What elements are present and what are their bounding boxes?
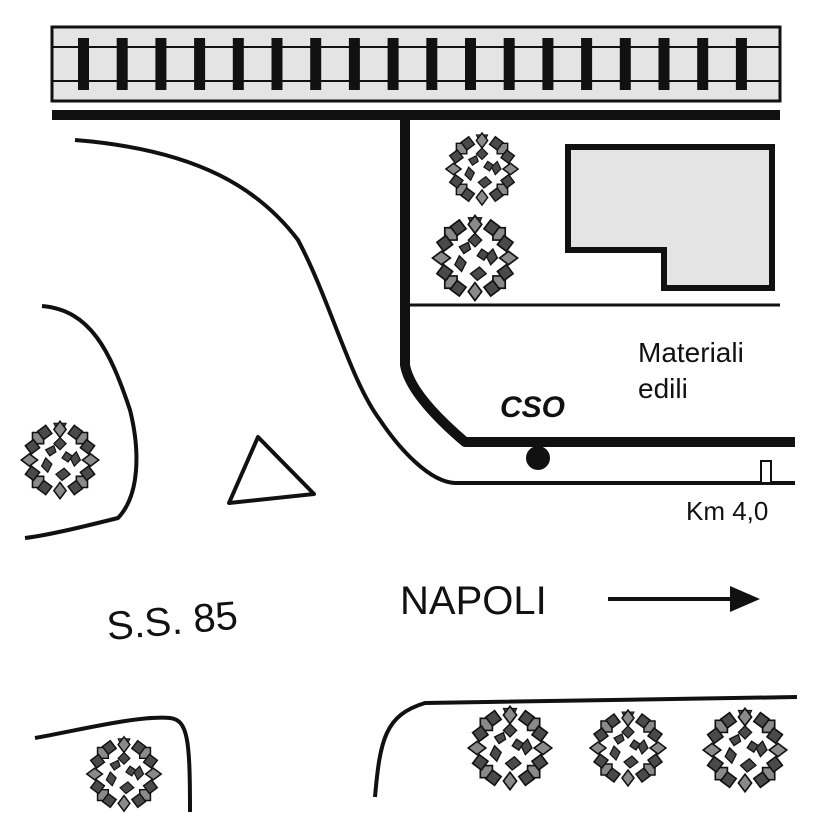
kilometer-marker-label: Km 4,0 xyxy=(686,496,768,526)
railway-sleeper xyxy=(155,38,167,90)
railway-sleeper xyxy=(116,38,128,90)
railway-sleeper xyxy=(503,38,515,90)
railway-sleeper xyxy=(310,38,322,90)
tree-icon xyxy=(86,736,162,812)
railway-sleeper xyxy=(387,38,399,90)
railway-sleeper xyxy=(619,38,631,90)
tree-icon xyxy=(431,214,519,302)
railway-sleeper xyxy=(194,38,206,90)
building xyxy=(565,144,775,291)
traffic-island xyxy=(227,435,316,505)
road-edge-bottom-left xyxy=(34,715,192,813)
road-edge-curve xyxy=(74,138,795,485)
railway-sleeper xyxy=(232,38,244,90)
road-name-label: S.S. 85 xyxy=(105,594,240,649)
tree-icon xyxy=(702,707,788,793)
railway-sleeper xyxy=(426,38,438,90)
railway xyxy=(50,25,782,103)
tree-icon xyxy=(589,709,667,787)
station-marker xyxy=(526,446,550,470)
railway-sleeper xyxy=(78,38,89,90)
business-label-line1: Materiali xyxy=(638,337,744,368)
railway-sleeper xyxy=(735,38,747,90)
railway-sleeper xyxy=(271,38,283,90)
tree-icon xyxy=(467,705,553,791)
tree-icon xyxy=(445,132,519,206)
kilometer-post-icon xyxy=(760,460,772,484)
tree-icon xyxy=(20,420,100,500)
railway-sleepers xyxy=(78,38,747,90)
business-label-line2: edili xyxy=(638,373,688,404)
road-edge-bottom-right xyxy=(373,695,798,798)
railway-sleeper xyxy=(348,38,360,90)
railway-sleeper xyxy=(465,38,476,90)
station-code-label: CSO xyxy=(500,391,565,424)
direction-arrow-icon xyxy=(608,586,760,612)
side-road xyxy=(400,120,795,447)
railway-sleeper xyxy=(581,38,593,90)
railway-sleeper xyxy=(542,38,554,90)
direction-label: NAPOLI xyxy=(400,579,547,623)
railway-sleeper xyxy=(697,38,709,90)
road-edge-left xyxy=(24,304,139,540)
railway-sleeper xyxy=(658,38,670,90)
